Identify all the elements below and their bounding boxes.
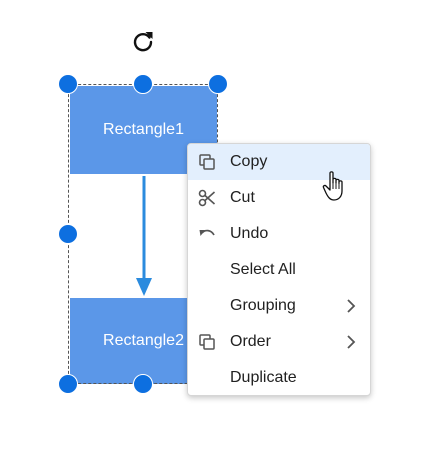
menu-item-undo-label: Undo	[230, 225, 269, 242]
rectangle1-node[interactable]: Rectangle1	[70, 86, 217, 174]
rotate-icon[interactable]	[130, 28, 156, 54]
resize-handle-top-left[interactable]	[58, 74, 78, 94]
resize-handle-bottom-middle[interactable]	[133, 374, 153, 394]
resize-handle-bottom-left[interactable]	[58, 374, 78, 394]
context-menu: Copy Cut Undo Select All Grouping	[187, 143, 371, 396]
resize-handle-top-middle[interactable]	[133, 74, 153, 94]
scissors-icon	[198, 189, 216, 207]
menu-item-grouping[interactable]: Grouping	[188, 288, 370, 324]
copy-icon	[198, 153, 216, 171]
menu-item-order[interactable]: Order	[188, 324, 370, 360]
chevron-right-icon	[347, 299, 356, 313]
menu-item-copy-label: Copy	[230, 153, 268, 170]
menu-item-select-all-label: Select All	[230, 261, 296, 278]
menu-item-grouping-label: Grouping	[230, 297, 296, 314]
rectangle2-label: Rectangle2	[103, 332, 184, 349]
menu-item-undo[interactable]: Undo	[188, 216, 370, 252]
menu-item-cut[interactable]: Cut	[188, 180, 370, 216]
rectangle1-label: Rectangle1	[103, 121, 184, 138]
menu-item-duplicate-label: Duplicate	[230, 369, 297, 386]
undo-icon	[198, 225, 216, 243]
resize-handle-top-right[interactable]	[208, 74, 228, 94]
order-icon	[198, 333, 216, 351]
menu-item-order-label: Order	[230, 333, 271, 350]
resize-handle-middle-left[interactable]	[58, 224, 78, 244]
menu-item-duplicate[interactable]: Duplicate	[188, 360, 370, 396]
menu-item-cut-label: Cut	[230, 189, 255, 206]
menu-item-copy[interactable]: Copy	[188, 144, 370, 180]
menu-item-select-all[interactable]: Select All	[188, 252, 370, 288]
chevron-right-icon	[347, 335, 356, 349]
